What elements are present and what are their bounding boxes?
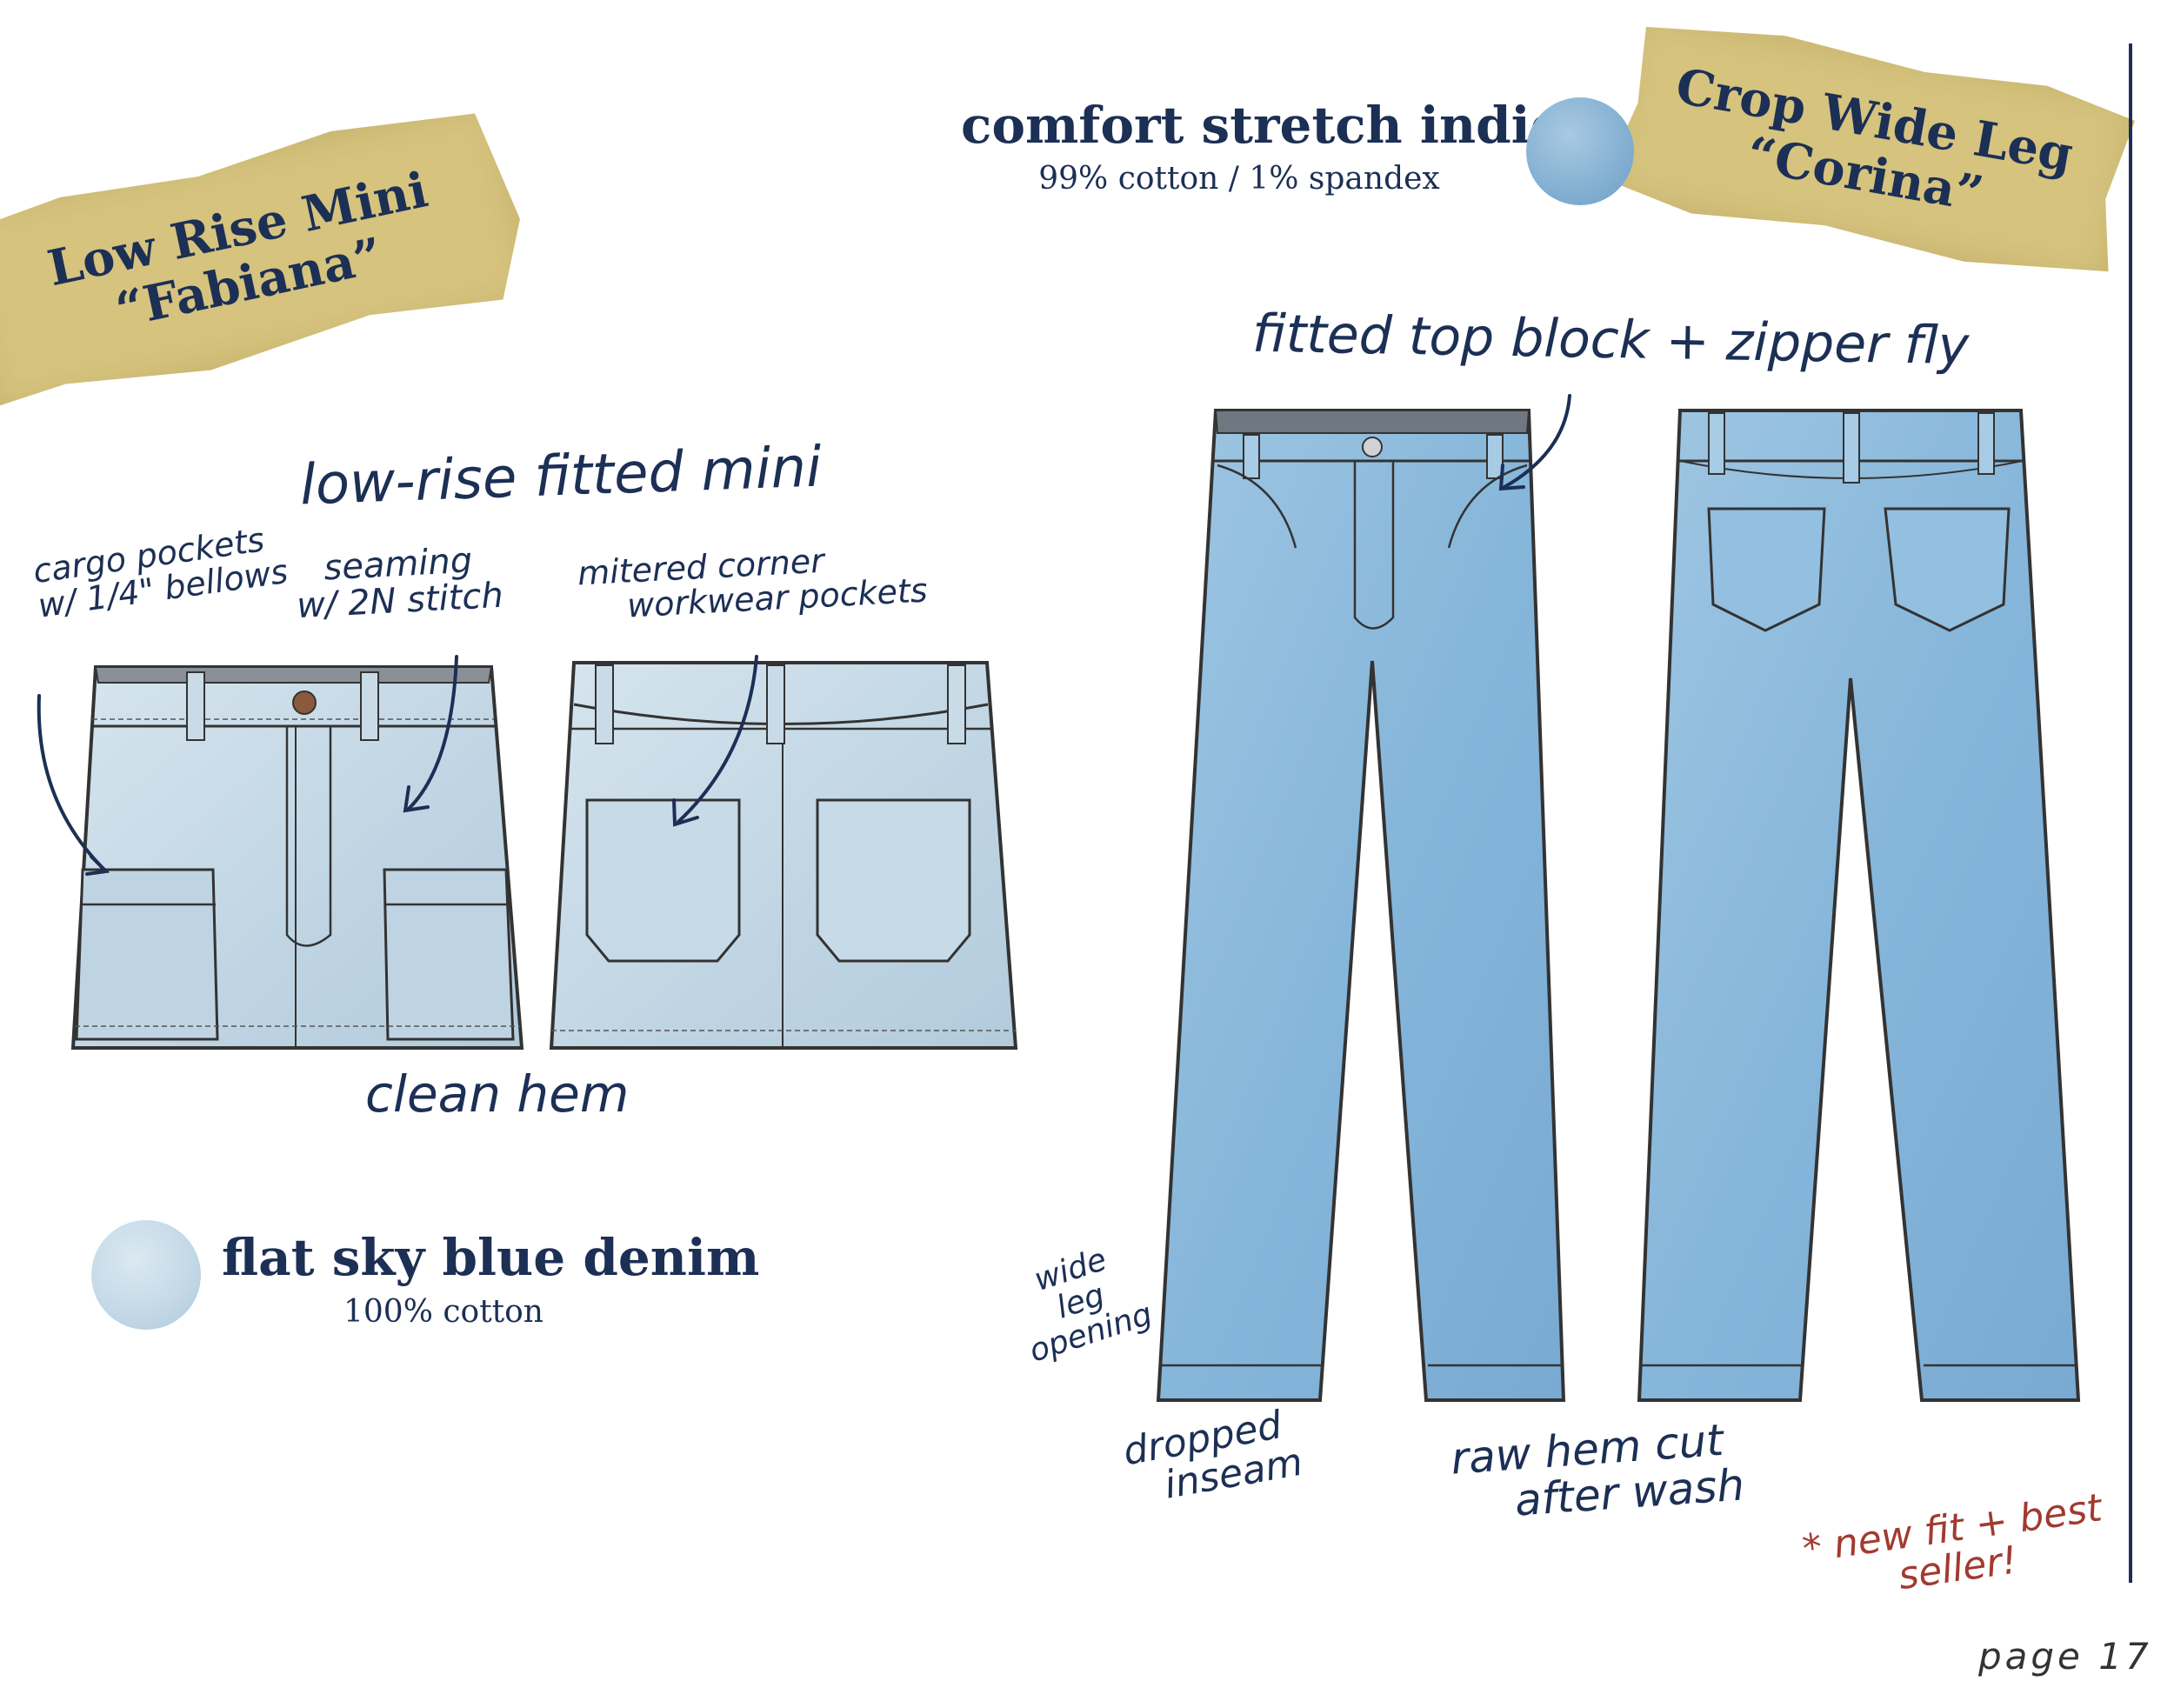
page-divider	[2129, 43, 2132, 1583]
skirt-front-illustration	[70, 665, 524, 1050]
note-clean-hem: clean hem	[365, 1064, 630, 1124]
fabric-swatch-indigo	[1526, 97, 1634, 205]
fabric-name-indigo: comfort stretch indigo	[961, 96, 1599, 155]
skirt-back-illustration	[549, 661, 1018, 1050]
jeans-back-illustration	[1637, 409, 2081, 1402]
page-number: page 17	[1978, 1635, 2152, 1678]
fabric-composition-indigo: 99% cotton / 1% spandex	[1038, 161, 1440, 197]
fabric-name-sky: flat sky blue denim	[222, 1228, 760, 1287]
fabric-composition-sky: 100% cotton	[343, 1294, 544, 1330]
jeans-front-illustration	[1156, 409, 1566, 1402]
fabric-swatch-sky	[91, 1220, 201, 1330]
